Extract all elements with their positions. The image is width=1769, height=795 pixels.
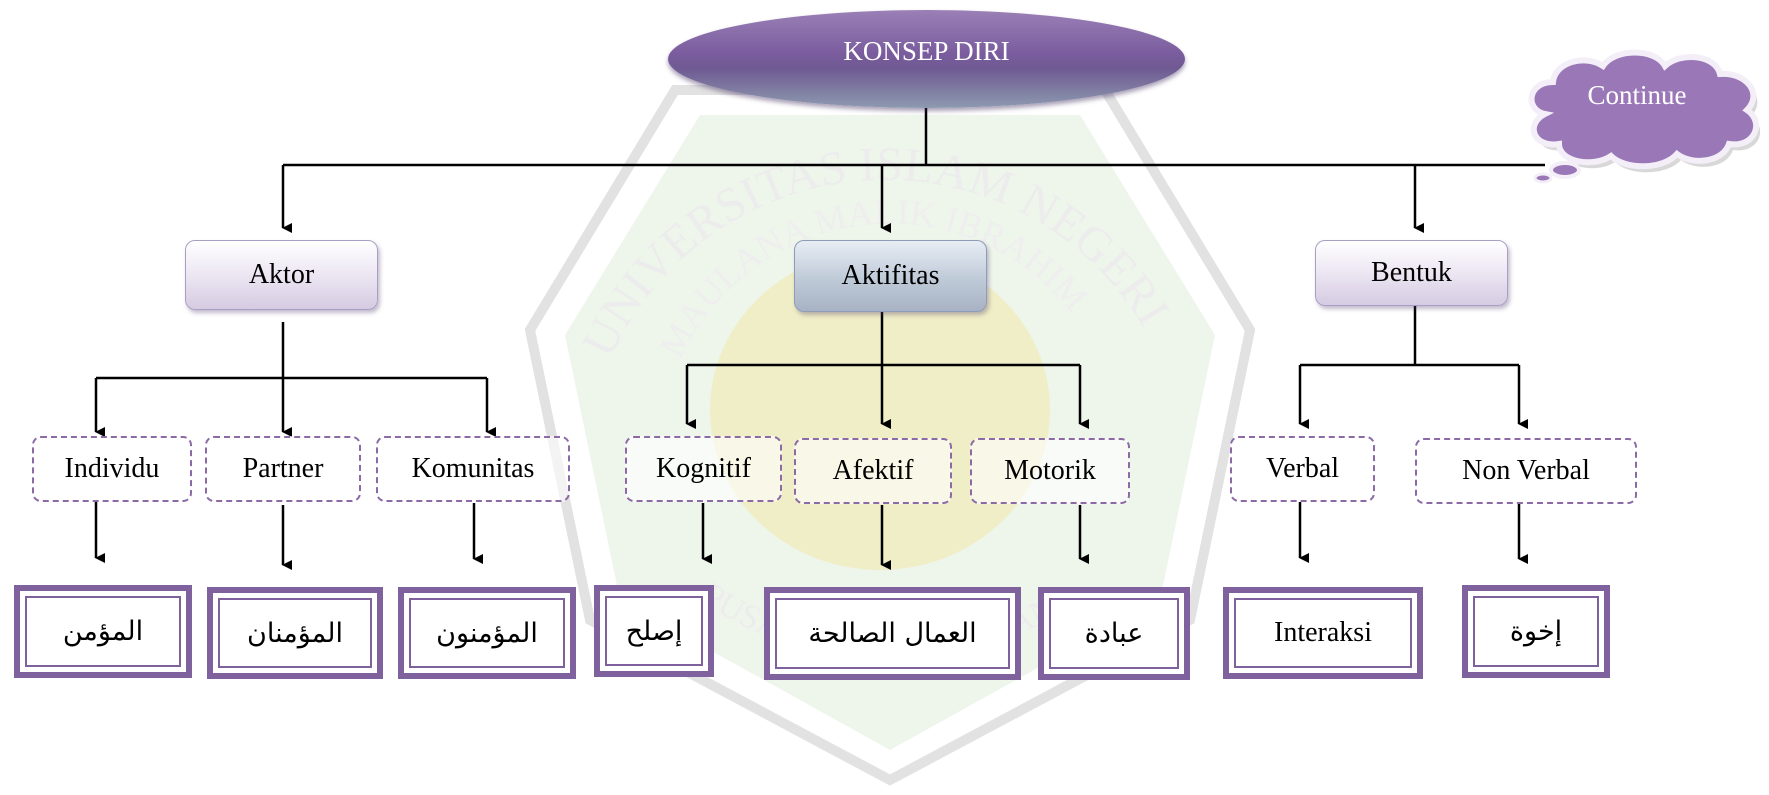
seal-outline — [524, 85, 1256, 786]
term-box-ukhuwah: إخوة — [1462, 585, 1610, 678]
term-box-mumin: المؤمن — [14, 585, 192, 678]
term-label: إصلح — [605, 596, 703, 666]
term-label: عبادة — [1049, 598, 1179, 669]
term-label: المؤمنون — [409, 598, 565, 668]
category-label: Aktifitas — [841, 260, 940, 291]
subcategory-afektif: Afektif — [794, 438, 952, 504]
subcategory-kognitif: Kognitif — [625, 436, 782, 502]
term-label: Interaksi — [1234, 598, 1412, 668]
subcategory-label: Individu — [64, 453, 160, 484]
subcategory-motorik: Motorik — [970, 438, 1130, 504]
term-box-amal-salihah: العمال الصالحة — [764, 587, 1021, 680]
continue-cloud-button[interactable]: Continue — [1515, 44, 1769, 184]
subcategory-non-verbal: Non Verbal — [1415, 438, 1637, 504]
term-label: إخوة — [1473, 596, 1599, 667]
category-bentuk: Bentuk — [1315, 240, 1508, 306]
subcategory-komunitas: Komunitas — [376, 436, 570, 502]
term-label: المؤمن — [25, 596, 181, 667]
root-node: KONSEP DIRI — [668, 10, 1185, 108]
subcategory-individu: Individu — [32, 436, 192, 502]
term-box-interaksi: Interaksi — [1223, 587, 1423, 679]
subcategory-partner: Partner — [205, 436, 361, 502]
term-box-muminun: المؤمنون — [398, 587, 576, 679]
subcategory-label: Kognitif — [656, 453, 751, 484]
subcategory-label: Partner — [242, 453, 324, 484]
term-box-muminan: المؤمنان — [207, 587, 383, 679]
term-label: المؤمنان — [218, 598, 372, 668]
category-aktor: Aktor — [185, 240, 378, 310]
category-label: Bentuk — [1371, 257, 1452, 288]
category-label: Aktor — [248, 259, 315, 290]
category-aktifitas: Aktifitas — [794, 240, 987, 312]
subcategory-label: Motorik — [1004, 455, 1096, 486]
subcategory-label: Verbal — [1265, 453, 1340, 484]
subcategory-label: Non Verbal — [1462, 455, 1590, 486]
subcategory-verbal: Verbal — [1230, 436, 1375, 502]
cloud-shape — [1528, 49, 1761, 184]
continue-label[interactable]: Continue — [1588, 80, 1687, 110]
subcategory-label: Komunitas — [411, 453, 535, 484]
subcategory-label: Afektif — [832, 455, 914, 486]
term-box-ibadah: عبادة — [1038, 587, 1190, 680]
term-label: العمال الصالحة — [775, 598, 1010, 669]
root-label: KONSEP DIRI — [843, 36, 1010, 66]
term-box-islah: إصلح — [594, 585, 714, 677]
